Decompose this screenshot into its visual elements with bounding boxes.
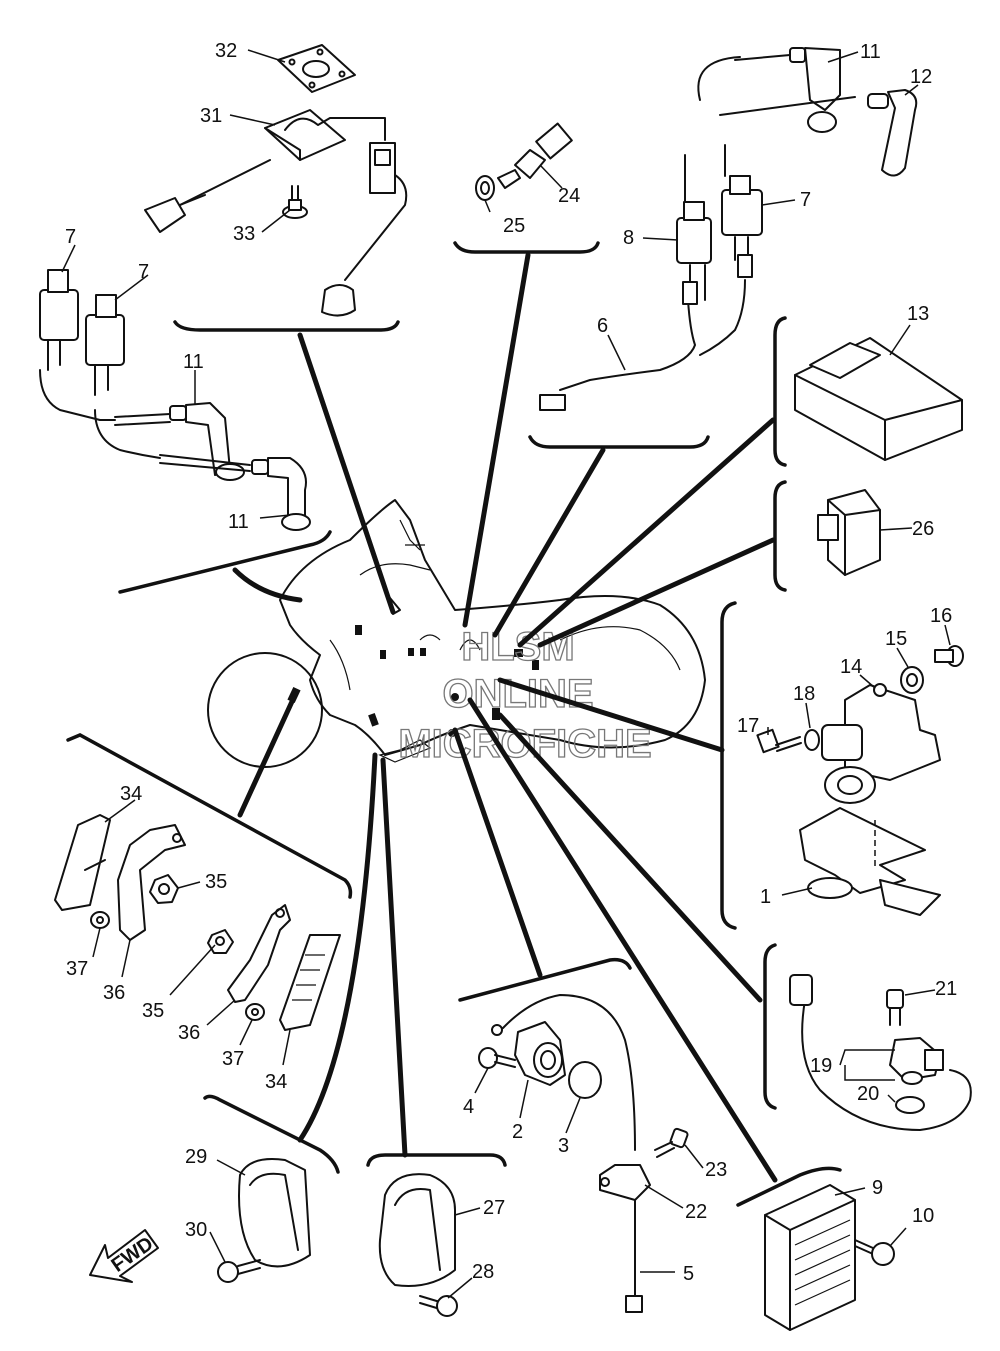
- part-19-sensor: [789, 974, 972, 1131]
- part-17-screw: [756, 728, 802, 754]
- callout-16: 16: [930, 605, 952, 627]
- part-2-switch: [491, 994, 636, 1151]
- part-28-bolt: [419, 1295, 458, 1317]
- watermark-line1: HLSM: [461, 625, 574, 669]
- callout-1: 1: [760, 886, 771, 908]
- part-36-bracket-left: [117, 824, 186, 941]
- part-18-washer: [804, 729, 820, 751]
- callout-30: 30: [185, 1219, 207, 1241]
- part-25-washer: [475, 175, 495, 201]
- part-21-bolt: [886, 989, 904, 1026]
- part-9-rectifier-regulator: [764, 1184, 856, 1331]
- callout-25: 25: [503, 215, 525, 237]
- part-31-fuel-sender: [144, 109, 408, 317]
- callout-21: 21: [935, 978, 957, 1000]
- part-33-screw: [282, 185, 308, 219]
- callout-5: 5: [683, 1263, 694, 1285]
- callout-36-right: 36: [178, 1022, 200, 1044]
- part-10-bolt: [854, 1239, 895, 1266]
- part-6-wire-harness: [539, 254, 753, 411]
- callout-9: 9: [872, 1177, 883, 1199]
- callout-7-left-a: 7: [65, 226, 76, 248]
- callout-35-left: 35: [205, 871, 227, 893]
- part-11-plug-cap-left-b: [159, 454, 311, 531]
- callout-22: 22: [685, 1201, 707, 1223]
- callout-33: 33: [233, 223, 255, 245]
- callout-8: 8: [623, 227, 634, 249]
- callout-12: 12: [910, 66, 932, 88]
- callout-27: 27: [483, 1197, 505, 1219]
- part-7-ignition-coil-left-a: [39, 269, 116, 421]
- group-brackets: [66, 241, 842, 1207]
- part-12-plug-cap-right: [719, 89, 918, 177]
- callout-36-left: 36: [103, 982, 125, 1004]
- callout-3: 3: [558, 1135, 569, 1157]
- callout-34-right: 34: [265, 1071, 287, 1093]
- part-3-o-ring: [568, 1061, 602, 1099]
- fwd-arrow-icon: FWD: [89, 1229, 159, 1283]
- callout-32: 32: [215, 40, 237, 62]
- callout-11-right: 11: [860, 41, 881, 63]
- part-26-relay: [817, 489, 881, 576]
- part-7-ignition-coil-right: [721, 144, 763, 271]
- callout-19: 19: [810, 1055, 832, 1077]
- part-8-ignition-coil: [676, 154, 712, 301]
- callout-14: 14: [840, 656, 862, 678]
- callout-29: 29: [185, 1146, 207, 1168]
- part-14-sensor: [821, 683, 941, 804]
- part-35-nut-left: [149, 874, 179, 904]
- part-36-bracket-right: [227, 904, 291, 1003]
- part-4-screw: [478, 1047, 516, 1069]
- callout-7-right: 7: [800, 189, 811, 211]
- part-16-screw: [934, 645, 964, 667]
- part-7-ignition-coil-left-b: [85, 294, 161, 459]
- callout-18: 18: [793, 683, 815, 705]
- callout-15: 15: [885, 628, 907, 650]
- callout-23: 23: [705, 1159, 727, 1181]
- callout-10: 10: [912, 1205, 934, 1227]
- part-34-reflector-right: [279, 934, 341, 1031]
- callout-37-left: 37: [66, 958, 88, 980]
- callout-13: 13: [907, 303, 929, 325]
- callout-labels: 32 31 33 11 12 24 25 8 7 6 13 26 7 7 11 …: [65, 40, 957, 1285]
- part-24-switch: [497, 122, 573, 189]
- leader-lines: [61, 49, 951, 1299]
- part-22-clamp: [599, 1164, 651, 1201]
- callout-7-left-b: 7: [138, 261, 149, 283]
- callout-37-right: 37: [222, 1048, 244, 1070]
- callout-4: 4: [463, 1096, 474, 1118]
- part-23-bolt: [654, 1127, 689, 1158]
- callout-6: 6: [597, 315, 608, 337]
- part-30-bolt: [217, 1259, 261, 1283]
- callout-24: 24: [558, 185, 580, 207]
- part-37-washer-left: [90, 911, 110, 929]
- part-13-ecu: [794, 337, 963, 461]
- part-35-nut-right: [207, 929, 234, 954]
- part-11-plug-cap-right: [697, 47, 841, 133]
- callout-20: 20: [857, 1083, 879, 1105]
- watermark-line2: ONLINE: [442, 672, 593, 716]
- part-32-gasket: [277, 44, 356, 93]
- callout-34-left: 34: [120, 783, 142, 805]
- part-15-collar: [900, 666, 924, 694]
- callout-31: 31: [200, 105, 222, 127]
- callout-2: 2: [512, 1121, 523, 1143]
- callout-35-right: 35: [142, 1000, 164, 1022]
- part-20-o-ring: [895, 1096, 925, 1114]
- part-5-lead-wire: [625, 1199, 643, 1313]
- part-27-horn: [378, 1173, 456, 1287]
- callout-26: 26: [912, 518, 934, 540]
- part-37-washer-right: [245, 1003, 265, 1021]
- callout-28: 28: [472, 1261, 494, 1283]
- part-1-plate: [799, 807, 941, 916]
- callout-11-left-a: 11: [183, 351, 204, 373]
- part-29-horn: [238, 1158, 311, 1268]
- callout-17: 17: [737, 715, 759, 737]
- part-34-reflector-left: [54, 814, 111, 911]
- callout-11-left-b: 11: [228, 511, 249, 533]
